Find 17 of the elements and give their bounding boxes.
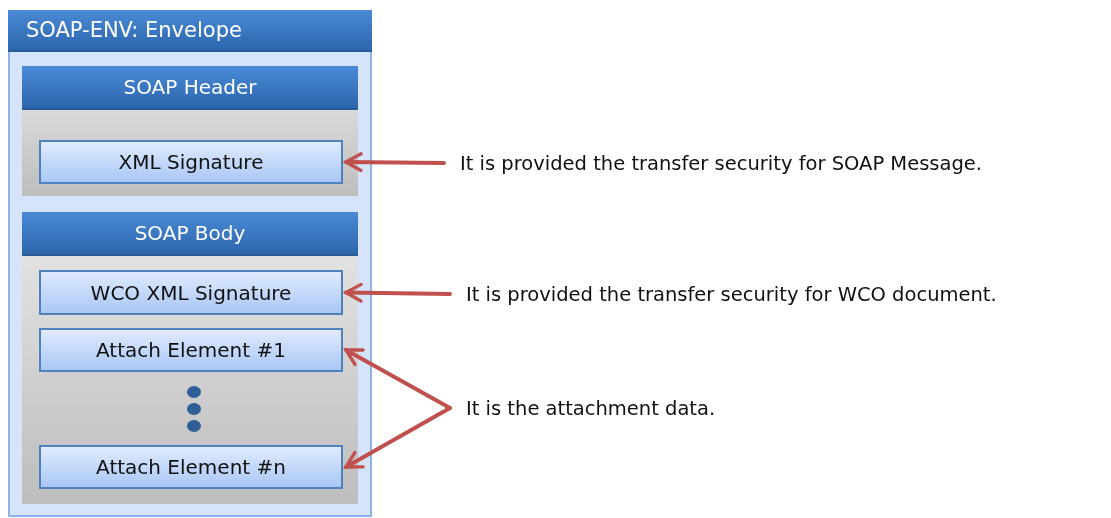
arrow — [344, 152, 446, 173]
element-box: Attach Element #n — [39, 445, 343, 489]
element-box: Attach Element #1 — [39, 328, 343, 372]
envelope-container — [8, 10, 372, 517]
section-title: SOAP Header — [22, 66, 358, 110]
annotation-text: It is provided the transfer security for WCO document. — [466, 277, 1106, 311]
arrow — [344, 348, 452, 410]
element-box: XML Signature — [39, 140, 343, 184]
arrow — [344, 406, 452, 469]
annotation-text: It is the attachment data. — [466, 391, 786, 425]
envelope-title: SOAP-ENV: Envelope — [8, 10, 372, 52]
section-panel — [22, 212, 358, 504]
arrow — [344, 282, 452, 303]
annotation-text: It is provided the transfer security for SOAP Message. — [460, 146, 1100, 180]
section-panel — [22, 66, 358, 196]
section-title: SOAP Body — [22, 212, 358, 256]
element-box: WCO XML Signature — [39, 270, 343, 315]
